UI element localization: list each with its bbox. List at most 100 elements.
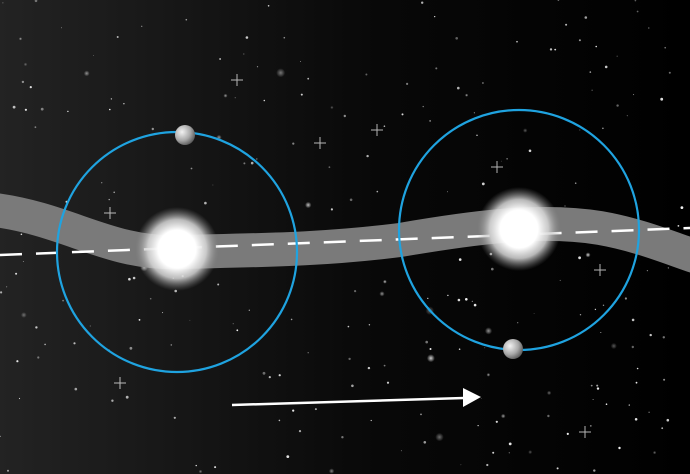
background-star <box>2 2 4 4</box>
background-star <box>565 23 568 26</box>
background-star <box>212 184 214 186</box>
background-star <box>214 466 217 469</box>
background-star <box>328 166 331 169</box>
star-left <box>135 207 219 291</box>
background-star <box>383 125 386 127</box>
background-star <box>429 348 432 350</box>
background-star <box>37 356 40 359</box>
background-star <box>595 45 597 48</box>
background-star <box>89 325 91 327</box>
background-star <box>427 297 429 299</box>
background-star <box>366 154 369 158</box>
background-star <box>40 107 44 111</box>
background-star <box>457 86 460 90</box>
background-star <box>660 97 664 101</box>
sparkle-star-icon <box>371 124 383 136</box>
background-star <box>631 318 635 322</box>
background-star <box>458 348 461 351</box>
background-star <box>151 127 154 131</box>
background-star <box>268 376 271 379</box>
background-star <box>62 299 64 302</box>
background-star <box>328 468 335 474</box>
background-star <box>457 298 461 302</box>
background-star <box>649 333 652 337</box>
background-star <box>125 395 129 399</box>
background-star <box>24 108 27 111</box>
sparkle-star-icon <box>491 161 503 173</box>
background-star <box>465 93 469 97</box>
background-star <box>429 120 431 122</box>
background-star <box>455 37 459 40</box>
background-star <box>495 420 498 423</box>
background-star <box>447 294 449 297</box>
background-star <box>20 312 27 318</box>
background-star <box>624 297 628 300</box>
background-star <box>123 103 125 105</box>
background-star <box>634 0 637 2</box>
background-star <box>652 450 657 455</box>
background-star <box>610 342 617 350</box>
background-star <box>589 425 592 427</box>
background-star <box>219 58 222 60</box>
background-star <box>634 418 638 421</box>
background-star <box>566 432 569 435</box>
background-star <box>648 27 650 29</box>
background-star <box>276 68 286 78</box>
background-star <box>347 325 350 328</box>
background-star <box>245 36 249 39</box>
background-star <box>426 354 435 363</box>
background-star <box>16 360 19 363</box>
background-star <box>668 71 671 74</box>
background-star <box>300 93 303 96</box>
background-star <box>73 342 76 345</box>
background-star <box>564 205 566 207</box>
background-star <box>383 279 387 284</box>
background-star <box>646 270 649 272</box>
background-star <box>578 39 581 42</box>
background-star <box>604 65 608 69</box>
background-star <box>149 297 152 300</box>
background-star <box>217 283 220 286</box>
background-star <box>341 436 344 439</box>
background-star <box>480 398 482 399</box>
background-star <box>557 0 560 1</box>
background-star <box>256 66 259 68</box>
background-star <box>23 62 28 67</box>
background-star <box>481 82 484 84</box>
background-star <box>406 82 409 85</box>
background-star <box>481 182 485 186</box>
background-star <box>223 93 228 98</box>
sparkle-star-icon <box>114 377 126 389</box>
background-star <box>330 208 333 211</box>
background-star <box>61 27 62 29</box>
background-star <box>602 304 605 306</box>
background-star <box>286 455 290 458</box>
background-star <box>256 158 258 160</box>
background-star <box>307 77 310 80</box>
background-star <box>132 276 136 280</box>
background-star <box>559 279 561 281</box>
background-star <box>141 25 143 27</box>
background-star <box>473 112 475 114</box>
background-star <box>667 267 670 269</box>
background-star <box>111 399 114 402</box>
background-star <box>292 142 295 145</box>
background-star <box>486 373 491 377</box>
background-star <box>516 40 518 43</box>
background-star <box>198 469 203 474</box>
background-star <box>460 464 462 466</box>
background-star <box>596 384 599 387</box>
motion-arrow <box>231 388 481 407</box>
background-star <box>93 55 94 56</box>
background-star <box>129 346 133 350</box>
background-star <box>243 53 245 55</box>
background-star <box>476 134 478 136</box>
background-star <box>477 425 479 427</box>
background-star <box>234 97 236 99</box>
background-star <box>492 451 495 454</box>
background-star <box>616 55 618 57</box>
background-star <box>379 291 385 297</box>
background-star <box>602 127 604 130</box>
background-star <box>386 381 390 384</box>
